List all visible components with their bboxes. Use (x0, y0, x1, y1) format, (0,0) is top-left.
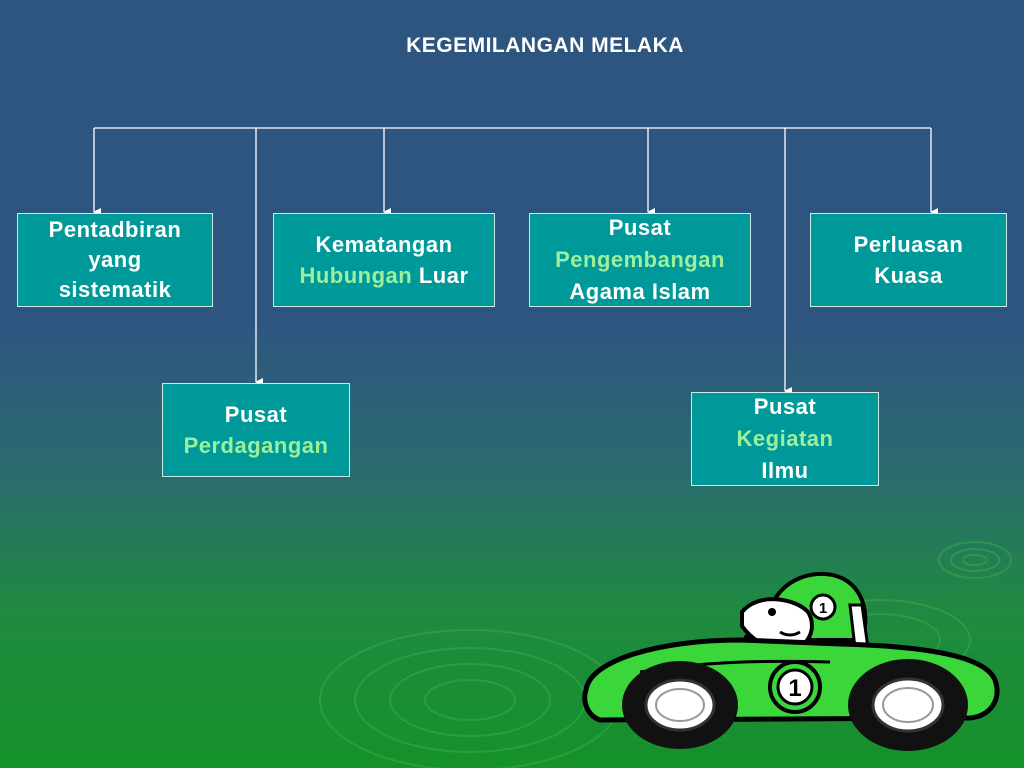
node-text: yang (88, 247, 142, 272)
node-text: Kuasa (874, 263, 943, 288)
node-text: Pusat (224, 402, 288, 427)
node-text: Pusat (753, 394, 817, 419)
node-text: Agama Islam (569, 279, 711, 304)
node-text: sistematik (58, 277, 172, 302)
helmet-number: 1 (819, 600, 827, 617)
rear-wheel (848, 659, 968, 751)
node-highlight-text: Perdagangan (183, 433, 329, 458)
front-wheel (622, 661, 738, 749)
node-highlight-text: Hubungan (299, 263, 413, 288)
node-kegiatan: Pusat Kegiatan Ilmu (691, 392, 879, 486)
node-highlight-text: Pengembangan (555, 247, 725, 272)
node-pentadbiran: Pentadbiran yang sistematik (17, 213, 213, 307)
node-highlight-text: Kegiatan (736, 426, 834, 451)
node-text: Luar (412, 263, 469, 288)
node-kematangan: Kematangan Hubungan Luar (273, 213, 495, 307)
node-text: Pentadbiran (48, 217, 182, 242)
node-perluasan: Perluasan Kuasa (810, 213, 1007, 307)
diagram-title: KEGEMILANGAN MELAKA (406, 34, 684, 57)
car-number: 1 (788, 675, 801, 702)
node-agama: Pusat Pengembangan Agama Islam (529, 213, 751, 307)
node-text: Pusat (608, 215, 672, 240)
node-text: Kematangan (315, 232, 453, 257)
node-perdagangan: Pusat Perdagangan (162, 383, 350, 477)
node-text: Ilmu (761, 458, 809, 483)
node-text: Perluasan (853, 232, 964, 257)
driver-icon: 1 (737, 571, 868, 660)
node-text-line: Hubungan Luar (274, 260, 494, 291)
